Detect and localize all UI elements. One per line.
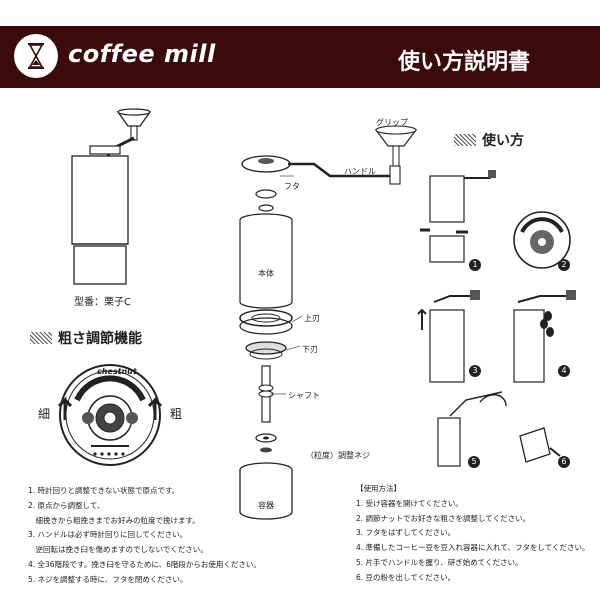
- usage-steps-diagram: [417, 170, 576, 467]
- note-left-line: 5. ネジを調整する時に、フタを閉めください。: [28, 574, 188, 584]
- grind-section-title-text: 粗さ調節機能: [58, 331, 142, 347]
- step-1-number: 1: [469, 259, 481, 271]
- part-label-upper-blade: 上刃: [304, 314, 320, 323]
- note-left-line: 2. 原点から調整して、: [28, 500, 105, 510]
- note-right-line: 2. 調節ナットでお好きな粗さを調整してください。: [356, 513, 531, 523]
- part-label-shaft: シャフト: [288, 391, 320, 400]
- note-right-line: 3. フタをはずしてください。: [356, 528, 456, 538]
- step-4-number: 4: [558, 365, 570, 377]
- note-left-line: 1. 時計回りと調整できない状態で原点です。: [28, 486, 180, 495]
- note-right-line: 4. 準備したコーヒー豆を豆入れ容器に入れて、フタをしてください。: [356, 543, 590, 553]
- hourglass-logo-icon: [14, 34, 58, 78]
- usage-section-title-text: 使い方: [482, 133, 524, 149]
- step-2-number: 2: [558, 259, 570, 271]
- manual-title: 使い方説明書: [397, 50, 530, 75]
- note-right-line: 6. 豆の粉を出してください。: [356, 572, 456, 582]
- note-left-line: 3. ハンドルは必ず時計回りに回してください。: [28, 530, 188, 540]
- step-6-number: 6: [558, 456, 570, 468]
- note-left-line: 逆回転は挽き臼を傷めますのでしないでください。: [28, 545, 208, 555]
- hatch-icon: [30, 332, 52, 344]
- part-label-lower-blade: 下刃: [302, 345, 318, 354]
- step-5-number: 5: [468, 456, 480, 468]
- model-label: 型番：栗子C: [74, 297, 131, 308]
- notes-left: 1. 時計回りと調整できない状態で原点です。 2. 原点から調整して、 細挽きか…: [28, 484, 261, 588]
- grinder-product-drawing: [71, 108, 152, 285]
- part-label-grip: グリップ: [376, 118, 408, 127]
- usage-section-title: 使い方: [454, 130, 524, 150]
- grind-adjust-dial: [57, 364, 163, 466]
- dial-brand-text: chestnut: [97, 367, 137, 376]
- notes-right-title: 【使用方法】: [356, 484, 401, 493]
- notes-right: 【使用方法】 1. 受け容器を開けてください。 2. 調節ナットでお好きな粗さを…: [356, 482, 590, 586]
- note-left-line: 4. 全36階段です。挽き臼を守るために、6階段からお使用ください。: [28, 559, 261, 569]
- hatch-icon: [454, 134, 476, 146]
- exploded-parts-diagram: [239, 125, 418, 520]
- part-label-body: 本体: [258, 269, 274, 278]
- part-label-lid: フタ: [284, 182, 300, 191]
- coarse-label: 粗: [170, 407, 183, 421]
- part-label-container: 容器: [258, 501, 274, 510]
- fine-label: 細: [38, 407, 51, 421]
- brand-name: coffee mill: [68, 40, 216, 68]
- part-label-handle: ハンドル: [344, 167, 376, 176]
- note-right-line: 1. 受け容器を開けてください。: [356, 498, 463, 508]
- header-banner: coffee mill 使い方説明書: [0, 26, 600, 88]
- note-left-line: 細挽きから粗挽きまでお好みの粒度で挽けます。: [28, 515, 200, 525]
- step-3-number: 3: [469, 365, 481, 377]
- part-label-adjust-nut: （粒度）調整ネジ: [306, 451, 370, 460]
- note-right-line: 5. 片手でハンドルを握り、研ぎ始めてください。: [356, 557, 523, 567]
- grind-section-title: 粗さ調節機能: [30, 328, 142, 348]
